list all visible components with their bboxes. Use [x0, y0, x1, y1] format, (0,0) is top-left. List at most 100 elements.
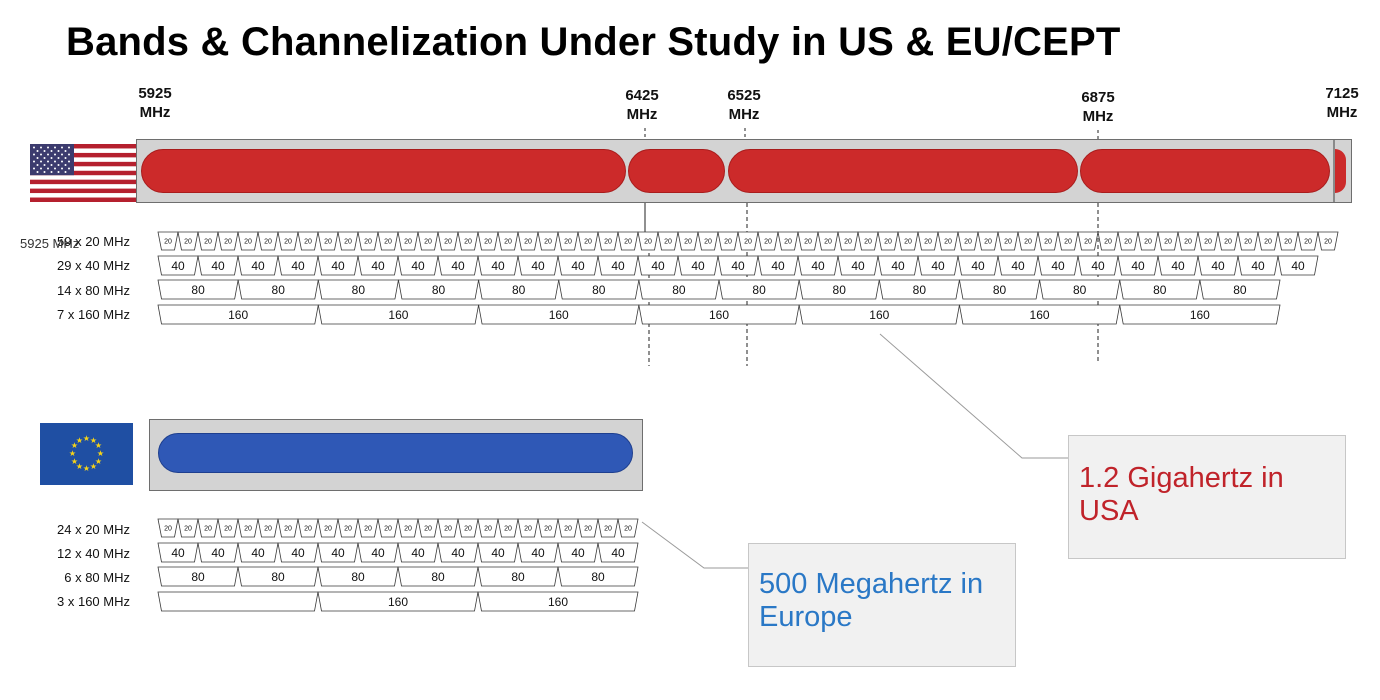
us-channel-0-28 [717, 231, 739, 251]
us-channel-0-30 [757, 231, 779, 251]
eu-channel-label-0-21: 20 [584, 526, 592, 533]
eu-channel-3-2 [477, 591, 639, 612]
us-channel-0-10 [357, 231, 379, 251]
us-channel-label-2-4: 80 [512, 283, 526, 297]
us-channel-label-0-36: 20 [884, 239, 892, 246]
us-channel-label-1-26: 40 [1211, 259, 1225, 273]
eu-channel-1-2 [237, 542, 279, 563]
svg-text:★: ★ [71, 441, 78, 450]
us-channel-label-0-50: 20 [1164, 239, 1172, 246]
eu-channel-label-2-3: 80 [431, 570, 445, 584]
us-channel-0-55 [1257, 231, 1279, 251]
eu-channel-0-9 [337, 518, 359, 538]
us-channel-2-4 [478, 279, 560, 300]
eu-channel-label-0-22: 20 [604, 526, 612, 533]
us-channel-label-1-27: 40 [1251, 259, 1265, 273]
eu-channel-label-0-23: 20 [624, 526, 632, 533]
eu-channel-label-0-1: 20 [184, 526, 192, 533]
eu-channel-0-6 [277, 518, 299, 538]
us-channel-label-1-16: 40 [811, 259, 825, 273]
us-channel-1-10 [557, 255, 599, 276]
us-channel-1-11 [597, 255, 639, 276]
us-channel-label-2-7: 80 [752, 283, 766, 297]
us-channel-1-24 [1117, 255, 1159, 276]
us-channel-label-0-58: 20 [1324, 239, 1332, 246]
us-channel-1-6 [397, 255, 439, 276]
svg-text:★: ★ [76, 462, 83, 471]
eu-channel-0-5 [257, 518, 279, 538]
us-channel-label-1-21: 40 [1011, 259, 1025, 273]
eu-channel-1-7 [437, 542, 479, 563]
us-channel-label-1-9: 40 [531, 259, 545, 273]
us-channel-label-1-20: 40 [971, 259, 985, 273]
eu-channel-0-18 [517, 518, 539, 538]
eu-channel-0-17 [497, 518, 519, 538]
us-channel-label-0-51: 20 [1184, 239, 1192, 246]
eu-channel-label-0-19: 20 [544, 526, 552, 533]
eu-channel-label-1-1: 40 [211, 546, 225, 560]
us-channel-1-2 [237, 255, 279, 276]
us-channel-0-9 [337, 231, 359, 251]
us-channel-0-13 [417, 231, 439, 251]
svg-text:★: ★ [95, 441, 102, 450]
us-channel-label-0-37: 20 [904, 239, 912, 246]
us-channel-label-2-10: 80 [993, 283, 1007, 297]
us-band-segment-6875-7125 [1080, 149, 1330, 193]
us-channel-label-1-6: 40 [411, 259, 425, 273]
us-channel-0-2 [197, 231, 219, 251]
us-channel-1-20 [957, 255, 999, 276]
us-row-label-160: 7 x 160 MHz [57, 307, 130, 322]
us-channel-3-6 [1119, 304, 1281, 325]
eu-channel-label-1-11: 40 [611, 546, 625, 560]
us-channel-label-0-57: 20 [1304, 239, 1312, 246]
eu-flag-icon: ★ ★ ★ ★ ★ ★ ★ ★ ★ ★ ★ ★ [40, 423, 133, 485]
eu-channel-2-2 [317, 566, 399, 587]
eu-row-label-20: 24 x 20 MHz [57, 522, 130, 537]
eu-channel-1-0 [157, 542, 199, 563]
us-channel-label-1-7: 40 [451, 259, 465, 273]
us-channel-label-0-31: 20 [784, 239, 792, 246]
us-channel-label-0-9: 20 [344, 239, 352, 246]
us-channel-label-0-48: 20 [1124, 239, 1132, 246]
us-channel-0-51 [1177, 231, 1199, 251]
freq-label-7125: 7125 MHz [1325, 85, 1359, 121]
us-channel-label-0-12: 20 [404, 239, 412, 246]
eu-row-label-80: 6 x 80 MHz [64, 570, 130, 585]
us-channel-label-0-20: 20 [564, 239, 572, 246]
svg-text:★: ★ [90, 436, 97, 445]
eu-channel-label-0-10: 20 [364, 526, 372, 533]
svg-text:★: ★ [97, 449, 104, 458]
us-channel-label-0-35: 20 [864, 239, 872, 246]
us-channel-label-0-6: 20 [284, 239, 292, 246]
us-channel-3-1 [317, 304, 480, 325]
us-channel-label-0-38: 20 [924, 239, 932, 246]
eu-channel-0-7 [297, 518, 319, 538]
us-channel-label-1-11: 40 [611, 259, 625, 273]
us-channel-label-2-6: 80 [672, 283, 686, 297]
us-channel-0-12 [397, 231, 419, 251]
eu-channel-0-3 [217, 518, 239, 538]
eu-channel-label-0-5: 20 [264, 526, 272, 533]
us-channel-1-4 [317, 255, 359, 276]
freq-label-6875: 6875 MHz [1081, 89, 1115, 125]
us-row-label-80: 14 x 80 MHz [57, 283, 130, 298]
us-channel-0-47 [1097, 231, 1119, 251]
us-channel-2-8 [798, 279, 880, 300]
us-channel-0-56 [1277, 231, 1299, 251]
eu-channel-label-0-14: 20 [444, 526, 452, 533]
us-channel-label-1-2: 40 [251, 259, 265, 273]
us-channel-0-25 [657, 231, 679, 251]
eu-channel-0-14 [437, 518, 459, 538]
eu-channel-label-1-6: 40 [411, 546, 425, 560]
us-flag-icon [30, 144, 136, 202]
us-channel-1-28 [1277, 255, 1319, 276]
eu-row-label-40: 12 x 40 MHz [57, 546, 130, 561]
eu-channel-label-1-3: 40 [291, 546, 305, 560]
us-channel-1-23 [1077, 255, 1119, 276]
us-channel-1-21 [997, 255, 1039, 276]
eu-channel-1-5 [357, 542, 399, 563]
us-channel-1-19 [917, 255, 959, 276]
us-channel-label-1-0: 40 [171, 259, 185, 273]
us-channel-0-42 [997, 231, 1019, 251]
